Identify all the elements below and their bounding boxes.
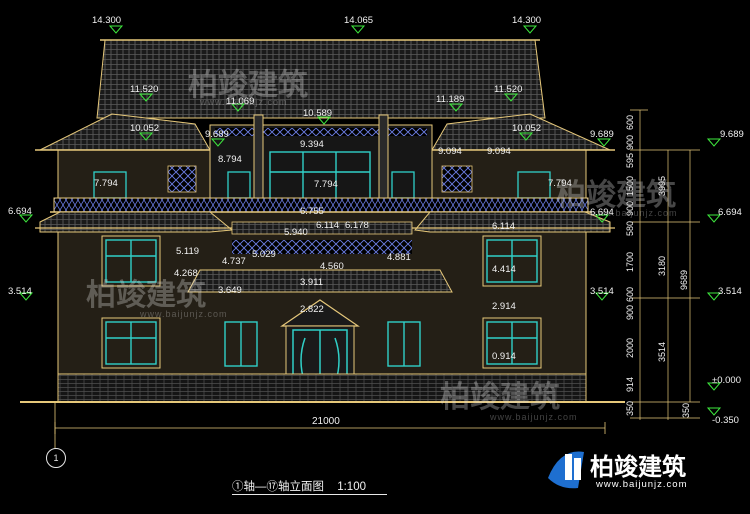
drawing-title-text: ①轴—⑰轴立面图 <box>232 481 324 493</box>
level-label: 4.881 <box>387 252 411 263</box>
second-floor-windows <box>105 239 538 283</box>
level-label: 9.094 <box>487 146 511 157</box>
level-label: 6.755 <box>300 206 324 217</box>
vertical-dimensions <box>630 109 700 420</box>
dim-mid: 350 <box>681 402 691 418</box>
level-label: 4.737 <box>222 256 246 267</box>
level-label: 3.514 <box>718 286 742 297</box>
middle-lattice <box>232 240 412 254</box>
level-label: 0.914 <box>492 351 516 362</box>
central-upper-section <box>209 124 433 211</box>
level-label: 2.822 <box>300 304 324 315</box>
right-hipped-roof <box>428 113 615 151</box>
dim-total: 9689 <box>679 269 689 290</box>
total-width-label: 21000 <box>312 416 340 427</box>
dim-outer: 580 <box>625 220 635 236</box>
watermark-url: www.baijunjz.com <box>140 309 228 319</box>
level-label: 4.268 <box>174 268 198 279</box>
dim-outer: 350 <box>625 400 635 416</box>
level-label: 3.514 <box>8 286 32 297</box>
level-label: 9.689 <box>205 129 229 140</box>
dim-outer: 900 <box>625 304 635 320</box>
level-label: 11.520 <box>130 84 159 95</box>
level-label: 10.052 <box>512 123 542 134</box>
level-label: 11.520 <box>494 84 523 95</box>
level-label: 3.911 <box>300 277 324 288</box>
dim-outer: 1700 <box>625 251 635 272</box>
dim-outer: 900 <box>625 134 635 150</box>
title-underline <box>232 494 387 495</box>
level-label: -0.350 <box>712 415 739 426</box>
window-frames <box>101 235 542 369</box>
level-label: 6.178 <box>345 220 369 231</box>
dim-mid: 3514 <box>657 341 667 362</box>
level-label: 10.052 <box>130 123 160 134</box>
level-label: 7.794 <box>94 178 118 189</box>
level-label: 5.119 <box>176 246 200 257</box>
level-label: 6.694 <box>590 207 614 218</box>
level-label: 11.069 <box>226 96 255 107</box>
level-label: 9.689 <box>720 129 744 140</box>
level-label: 2.914 <box>492 301 516 312</box>
level-label: 11.189 <box>436 94 465 105</box>
level-label: 14.065 <box>344 15 374 26</box>
middle-roof-band <box>231 221 413 235</box>
level-label: 8.794 <box>218 154 242 165</box>
level-label: 7.794 <box>314 179 338 190</box>
dim-outer: 600 <box>625 114 635 130</box>
level-label: 6.694 <box>8 206 32 217</box>
level-label: 9.094 <box>438 146 462 157</box>
dim-outer: 600 <box>625 286 635 302</box>
dim-outer: 2000 <box>625 337 635 358</box>
level-label: ±0.000 <box>712 375 741 386</box>
brand-url: www.baijunjz.com <box>596 479 688 490</box>
watermark-text: 柏竣建筑 <box>440 380 560 415</box>
dim-outer: 914 <box>625 376 635 392</box>
left-lattice-panel <box>167 165 197 193</box>
level-label: 14.300 <box>92 15 122 26</box>
level-label: 5.029 <box>252 249 276 260</box>
level-label: 4.414 <box>492 264 516 275</box>
left-hipped-roof <box>35 113 215 151</box>
level-label: 14.300 <box>512 15 542 26</box>
level-label: 6.114 <box>492 221 516 232</box>
drawing-scale: 1:100 <box>337 481 366 493</box>
dim-outer: 595 <box>625 152 635 168</box>
level-label: 4.560 <box>320 261 344 272</box>
watermark-text: 柏竣建筑 <box>86 278 206 313</box>
watermark-text: 柏竣建筑 <box>188 68 308 103</box>
dim-mid: 3180 <box>657 255 667 276</box>
total-dimension-line <box>54 402 606 448</box>
upper-lattice <box>215 128 427 136</box>
drawing-title: ①轴—⑰轴立面图 1:100 <box>232 478 366 494</box>
brand-logo <box>548 451 584 489</box>
level-label: 5.940 <box>284 227 308 238</box>
brand-name: 柏竣建筑 <box>590 453 686 481</box>
level-label: 6.694 <box>718 207 742 218</box>
level-markers <box>18 25 722 416</box>
level-label: 6.114 <box>316 220 340 231</box>
level-label: 3.514 <box>590 286 614 297</box>
watermark-url: www.baijunjz.com <box>490 412 578 422</box>
level-label: 9.394 <box>300 139 324 150</box>
watermark-url: www.baijunjz.com <box>200 97 288 107</box>
level-label: 3.649 <box>218 285 242 296</box>
axis-marker: 1 <box>46 448 66 468</box>
right-lattice-panel <box>441 165 473 193</box>
watermark-text: 柏竣建筑 <box>556 178 676 213</box>
level-label: 9.689 <box>590 129 614 140</box>
upper-roof <box>96 39 546 119</box>
level-label: 7.794 <box>548 178 572 189</box>
watermark-url: www.baijunjz.com <box>590 208 678 218</box>
level-label: 10.589 <box>303 108 333 119</box>
first-floor-windows <box>105 321 538 367</box>
plinth <box>57 373 587 403</box>
